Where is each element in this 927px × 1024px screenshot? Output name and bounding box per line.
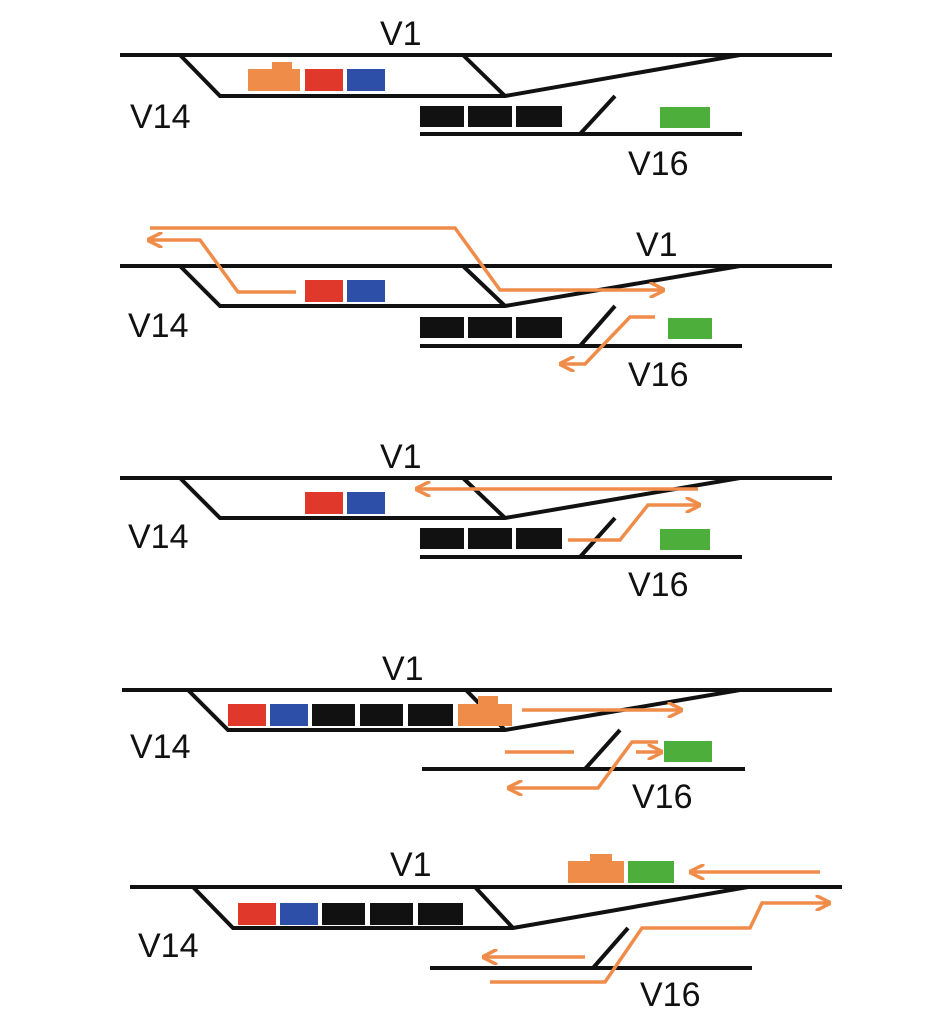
- label-v16: V16: [632, 778, 693, 816]
- movement-arrows: [150, 226, 662, 364]
- label-v14: V14: [128, 307, 189, 345]
- label-v16: V16: [628, 145, 689, 183]
- wagon-green: [660, 107, 710, 128]
- locomotive-orange: [248, 62, 300, 91]
- arrow-black-wagons-out: [568, 505, 698, 542]
- track-v14: [178, 476, 741, 520]
- wagon-green: [628, 861, 674, 883]
- wagon-black: [468, 106, 512, 127]
- track-layout: [122, 688, 832, 771]
- wagons: [228, 696, 712, 762]
- track-layout: [130, 885, 842, 970]
- movement-arrows: [418, 489, 698, 542]
- wagon-red: [238, 903, 276, 925]
- label-v1: V1: [380, 438, 422, 476]
- wagon-black: [516, 317, 562, 338]
- label-v14: V14: [130, 98, 191, 136]
- wagon-black: [360, 704, 403, 726]
- wagon-black: [312, 704, 355, 726]
- wagon-green: [660, 529, 710, 550]
- arrow-v16-pull: [562, 315, 655, 364]
- track-layout: [120, 53, 832, 136]
- wagon-black: [408, 704, 453, 726]
- wagon-red: [305, 280, 343, 302]
- label-v16: V16: [628, 566, 689, 604]
- wagon-green: [668, 318, 712, 339]
- arrow-depart-right: [490, 903, 828, 984]
- locomotive-orange: [458, 696, 512, 726]
- movement-arrows: [485, 872, 828, 984]
- track-v14: [178, 53, 741, 98]
- wagon-black: [468, 528, 512, 549]
- movement-arrows: [505, 710, 680, 788]
- label-v14: V14: [138, 927, 199, 965]
- arrow-loco-runaround: [150, 240, 296, 294]
- track-switch-v16: [591, 926, 630, 970]
- wagon-green: [664, 741, 712, 762]
- wagon-black: [420, 106, 464, 127]
- track-v14: [191, 885, 749, 930]
- panel-5: V1 V14 V16: [130, 846, 842, 1014]
- wagons: [305, 492, 710, 550]
- locomotive-orange: [568, 854, 624, 883]
- wagon-red: [305, 69, 343, 91]
- panel-2: V1 V14 V16: [120, 226, 832, 394]
- track-v14: [178, 264, 741, 308]
- wagon-red: [228, 704, 266, 726]
- label-v1: V1: [380, 15, 422, 53]
- panel-4: V1 V14 V16: [122, 650, 832, 816]
- track-switch-v16: [583, 728, 622, 771]
- wagon-blue: [270, 704, 308, 726]
- track-crossover: [473, 885, 515, 930]
- track-switch-v16: [578, 516, 617, 559]
- wagons: [248, 62, 710, 128]
- wagon-black: [468, 317, 512, 338]
- panel-1: V1 V14 V16: [120, 15, 832, 183]
- track-switch-v16: [578, 304, 617, 348]
- wagon-black: [420, 528, 464, 549]
- arrow-loco-return: [150, 226, 662, 290]
- label-v14: V14: [130, 728, 191, 766]
- track-crossover: [461, 264, 507, 308]
- label-v1: V1: [390, 846, 432, 884]
- track-switch-v16: [578, 94, 617, 136]
- wagon-black: [420, 317, 464, 338]
- arrow-loco-back: [510, 740, 658, 788]
- track-crossover: [461, 476, 507, 520]
- wagon-blue: [347, 492, 385, 514]
- wagons: [305, 280, 712, 339]
- wagon-black: [370, 903, 413, 925]
- panel-3: V1 V14 V16: [120, 438, 832, 604]
- track-crossover: [461, 53, 507, 98]
- label-v1: V1: [382, 650, 424, 688]
- label-v16: V16: [628, 356, 689, 394]
- label-v16: V16: [640, 976, 701, 1014]
- wagons: [238, 854, 674, 925]
- wagon-black: [516, 106, 562, 127]
- track-layout: [120, 476, 832, 559]
- wagon-black: [516, 528, 562, 549]
- wagon-black: [322, 903, 365, 925]
- wagon-blue: [347, 280, 385, 302]
- wagon-black: [418, 903, 463, 925]
- track-layout: [120, 264, 832, 348]
- label-v14: V14: [128, 518, 189, 556]
- wagon-red: [305, 492, 343, 514]
- wagon-blue: [347, 69, 385, 91]
- wagon-blue: [280, 903, 318, 925]
- label-v1: V1: [636, 226, 678, 264]
